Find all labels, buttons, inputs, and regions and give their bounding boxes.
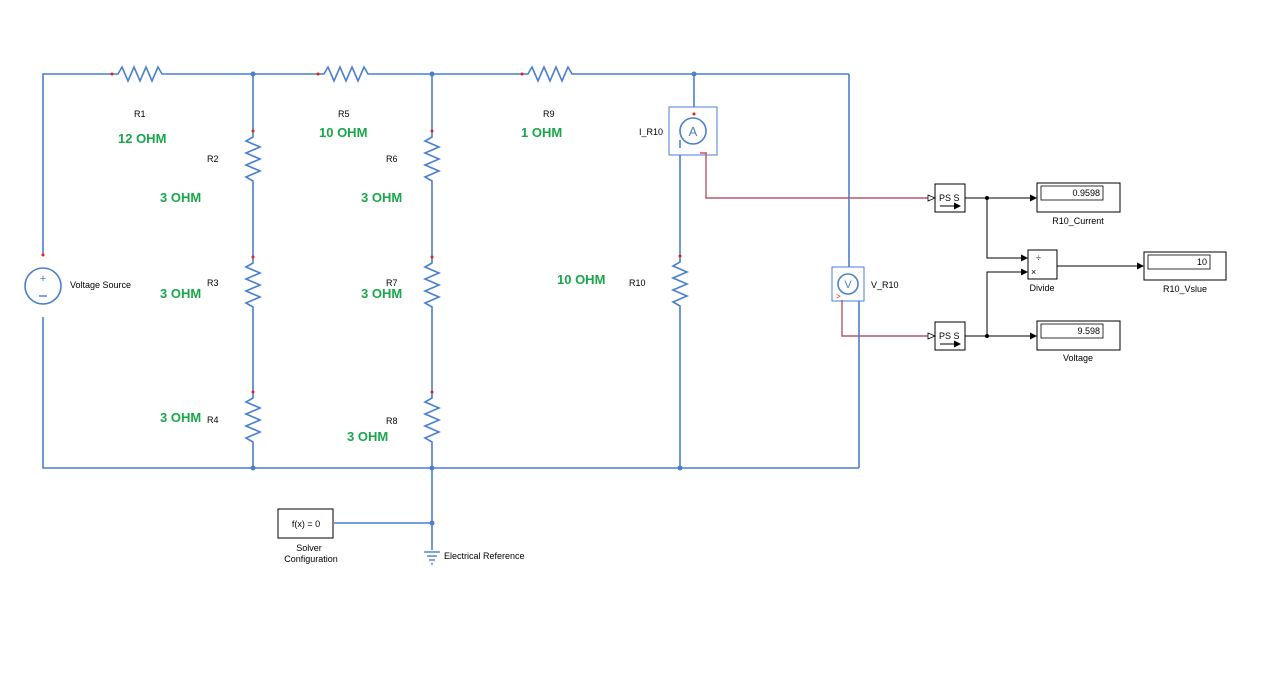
resistor-r8-name: R8: [386, 416, 398, 426]
voltmeter-icon: V: [844, 279, 852, 291]
resistor-r9-value: 1 OHM: [521, 125, 562, 140]
resistor-r6-value: 3 OHM: [361, 190, 402, 205]
voltage-source-label: Voltage Source: [70, 280, 131, 290]
resistor-r2-name: R2: [207, 154, 219, 164]
electrical-reference[interactable]: Electrical Reference: [424, 551, 525, 565]
resistor-r1[interactable]: R1 12 OHM: [110, 64, 169, 146]
current-sensor-block[interactable]: A I_R10: [639, 106, 718, 156]
solver-label-line1: Solver: [296, 543, 322, 553]
display-voltage[interactable]: 9.598 Voltage: [1036, 320, 1121, 363]
resistor-r1-value: 12 OHM: [118, 131, 166, 146]
display-r10-value-value: 10: [1197, 257, 1207, 267]
ps-s-top-label: PS S: [939, 193, 960, 203]
resistor-r9[interactable]: R9 1 OHM: [520, 64, 577, 140]
display-r10-current-label: R10_Current: [1052, 216, 1104, 226]
resistor-r4-value: 3 OHM: [160, 410, 201, 425]
current-sensor-label: I_R10: [639, 127, 663, 137]
resistor-r6-name: R6: [386, 154, 398, 164]
resistor-r4-name: R4: [207, 415, 219, 425]
display-r10-value[interactable]: 10 R10_Vslue: [1143, 251, 1227, 294]
resistor-r8-value: 3 OHM: [347, 429, 388, 444]
voltage-sensor-label: V_R10: [871, 280, 899, 290]
signal-lines: [965, 194, 1144, 340]
resistor-r5[interactable]: R5 10 OHM: [316, 64, 373, 140]
resistor-r3-value: 3 OHM: [160, 286, 201, 301]
resistor-r10[interactable]: R10 10 OHM: [557, 254, 690, 312]
solver-text: f(x) = 0: [292, 519, 320, 529]
divide-label: Divide: [1029, 283, 1054, 293]
resistor-r10-name: R10: [629, 278, 646, 288]
display-r10-value-label: R10_Vslue: [1163, 284, 1207, 294]
solver-configuration-block[interactable]: f(x) = 0 Solver Configuration: [277, 508, 338, 564]
divide-icon: ÷: [1036, 253, 1041, 263]
ps-s-converter-bottom[interactable]: PS S: [927, 321, 966, 351]
resistor-r9-name: R9: [543, 109, 555, 119]
ps-s-bottom-label: PS S: [939, 331, 960, 341]
resistor-r5-name: R5: [338, 109, 350, 119]
resistor-r7-name: R7: [386, 278, 398, 288]
display-voltage-value: 9.598: [1077, 326, 1100, 336]
resistor-r8[interactable]: R8 3 OHM: [347, 390, 442, 449]
physical-signal-lines: [705, 153, 930, 337]
resistor-r6[interactable]: R6 3 OHM: [361, 129, 442, 206]
resistor-r5-value: 10 OHM: [319, 125, 367, 140]
circuit-wires: [42, 73, 860, 550]
voltage-sensor-block[interactable]: V > V_R10: [831, 266, 899, 302]
output-port-icon: >: [836, 292, 841, 301]
voltage-source[interactable]: + Voltage Source: [24, 253, 131, 305]
junction-nodes: [250, 71, 697, 526]
resistor-r4[interactable]: R4 3 OHM: [160, 390, 263, 449]
display-r10-current-value: 0.9598: [1072, 188, 1100, 198]
display-r10-current[interactable]: 0.9598 R10_Current: [1036, 182, 1121, 226]
display-voltage-label: Voltage: [1063, 353, 1093, 363]
electrical-reference-label: Electrical Reference: [444, 551, 525, 561]
resistor-r3[interactable]: R3 3 OHM: [160, 255, 263, 314]
resistor-r7-value: 3 OHM: [361, 286, 402, 301]
divide-block[interactable]: ÷ × Divide: [1027, 249, 1058, 293]
multiply-icon: ×: [1031, 267, 1036, 277]
resistor-r7[interactable]: R7 3 OHM: [361, 255, 442, 314]
resistor-r2[interactable]: R2 3 OHM: [160, 129, 263, 206]
plus-icon: +: [40, 273, 46, 285]
ps-s-converter-top[interactable]: PS S: [927, 183, 966, 213]
resistor-r10-value: 10 OHM: [557, 272, 605, 287]
ammeter-icon: A: [689, 124, 698, 139]
resistor-r3-name: R3: [207, 278, 219, 288]
resistor-r1-name: R1: [134, 109, 146, 119]
solver-label-line2: Configuration: [284, 554, 338, 564]
resistor-r2-value: 3 OHM: [160, 190, 201, 205]
